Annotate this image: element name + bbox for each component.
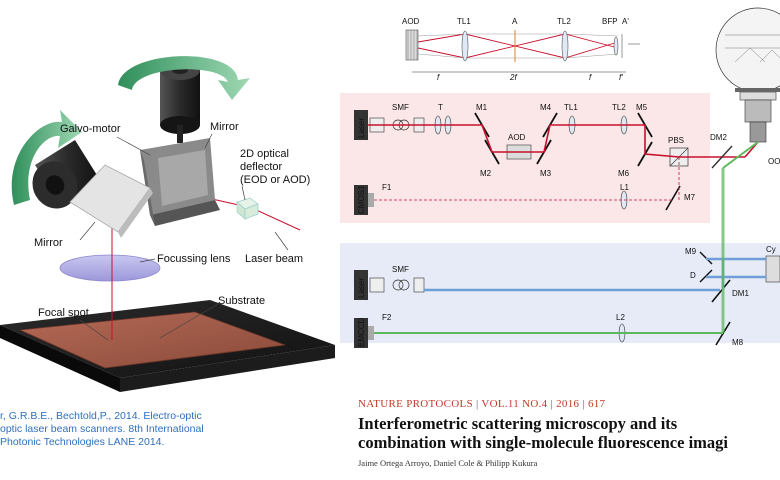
journal-year: 2016 — [556, 398, 580, 410]
m8-label: M8 — [732, 338, 744, 347]
laser-red-label: Laser — [357, 118, 366, 138]
objective-assembly — [715, 7, 780, 143]
dm2-label: DM2 — [710, 133, 727, 142]
citation-line: Photonic Technologies LANE 2014. — [0, 436, 165, 448]
journal-name: NATURE PROTOCOLS — [358, 398, 473, 410]
focal-spot-label: Focal spot — [38, 307, 89, 319]
galvo-motor-label: Galvo-motor — [60, 123, 121, 135]
l2-label: L2 — [616, 313, 625, 322]
top-galvo-motor — [160, 60, 200, 143]
focussing-lens-label: Focussing lens — [157, 253, 231, 265]
paper-authors: Jaime Ortega Arroyo, Daniel Cole & Phili… — [358, 458, 538, 468]
rotation-arrow-left-icon — [11, 110, 83, 205]
red-beam-path — [368, 124, 745, 201]
deflector-label-3: (EOD or AOD) — [240, 174, 310, 186]
paper-title: Interferometric scattering microscopy an… — [358, 414, 780, 452]
m3-label: M3 — [540, 169, 552, 178]
d-label: D — [690, 271, 696, 280]
substrate-plate — [18, 311, 286, 369]
scanner-diagram: Galvo-motor Mirror 2D optical deflector … — [0, 56, 335, 392]
cmos-label: CMOS1 — [357, 185, 366, 214]
m5-label: M5 — [636, 103, 648, 112]
green-beam-path — [374, 141, 759, 334]
paper-title-line: combination with single-molecule fluores… — [358, 433, 728, 452]
dm1-label: DM1 — [732, 289, 749, 298]
journal-page: 617 — [587, 398, 606, 410]
m4-label: M4 — [540, 103, 552, 112]
t-label: T — [438, 103, 443, 112]
substrate-label: Substrate — [218, 295, 265, 307]
deflector-label-1: 2D optical — [240, 148, 289, 160]
dichroic-mirror-2: DM2 OO — [710, 133, 780, 169]
m7-label: M7 — [684, 193, 696, 202]
citation: r, G.R.B.E., Bechtold,P., 2014. Electro-… — [0, 410, 330, 449]
f-label-4: f' — [619, 73, 623, 82]
smf-blue-label: SMF — [392, 265, 409, 274]
cy-label: Cy — [766, 245, 776, 254]
deflector-cube — [236, 197, 259, 220]
blue-panel-components — [354, 251, 780, 348]
oo-label: OO — [768, 157, 780, 166]
red-panel-components — [354, 110, 689, 215]
a-prime-top-label: A' — [622, 17, 629, 26]
a-top-label: A — [512, 17, 518, 26]
top-mirror — [140, 138, 220, 226]
f-label-1: f — [437, 73, 440, 82]
citation-line: optic laser beam scanners. 8th Internati… — [0, 423, 204, 435]
mirror-top-label: Mirror — [210, 121, 239, 133]
bfp-top-label: BFP — [602, 17, 618, 26]
smf-red-label: SMF — [392, 103, 409, 112]
l1-label: L1 — [620, 183, 629, 192]
laser-beam-label: Laser beam — [245, 253, 303, 265]
focussing-lens — [59, 254, 161, 282]
laser-blue-label: Laser — [357, 278, 366, 298]
blue-panel-labels: Laser SMF M9 D DM1 Cy EMCCD F2 L2 M8 — [357, 245, 776, 347]
rotation-arrow-top-icon — [118, 56, 250, 100]
f-label-2: 2f — [509, 73, 517, 82]
relay-schematic: AOD TL1 A TL2 BFP A' f 2f f f' — [402, 17, 640, 82]
aod-red-label: AOD — [508, 133, 526, 142]
journal-header: NATURE PROTOCOLS | VOL.11 NO.4 | 2016 | … — [358, 398, 606, 410]
tl2-red-label: TL2 — [612, 103, 626, 112]
f-label-3: f — [589, 73, 592, 82]
left-mirror — [69, 164, 153, 238]
paper-title-line: Interferometric scattering microscopy an… — [358, 414, 678, 433]
m9-label: M9 — [685, 247, 697, 256]
tl1-red-label: TL1 — [564, 103, 578, 112]
emccd-label: EMCCD — [357, 317, 366, 347]
deflector-label-2: deflector — [240, 161, 283, 173]
m2-label: M2 — [480, 169, 492, 178]
f2-label: F2 — [382, 313, 392, 322]
mirror-left-label: Mirror — [34, 237, 63, 249]
m1-label: M1 — [476, 103, 488, 112]
tl2-top-label: TL2 — [557, 17, 571, 26]
f1-label: F1 — [382, 183, 392, 192]
citation-line: r, G.R.B.E., Bechtold,P., 2014. Electro-… — [0, 410, 202, 422]
pbs-label: PBS — [668, 136, 684, 145]
red-panel-labels: Laser SMF T M1 M4 TL1 TL2 M5 AOD M2 M3 P… — [357, 103, 696, 214]
tl1-top-label: TL1 — [457, 17, 471, 26]
journal-volume: VOL.11 NO.4 — [481, 398, 548, 410]
m6-label: M6 — [618, 169, 630, 178]
iscat-setup-diagram: AOD TL1 A TL2 BFP A' f 2f f f' — [340, 7, 780, 348]
aod-top-label: AOD — [402, 17, 420, 26]
callout-lines — [79, 133, 289, 341]
